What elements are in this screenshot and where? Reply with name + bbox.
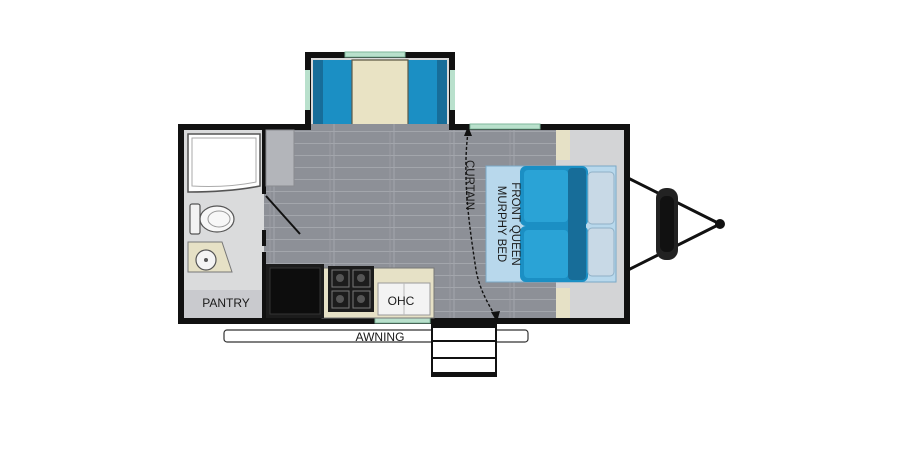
entry-steps xyxy=(431,323,497,377)
bed-label-line2: MURPHY BED xyxy=(495,186,507,262)
dinette-window-top xyxy=(344,51,406,58)
awning-label: AWNING xyxy=(356,330,405,344)
kitchen: OHC xyxy=(266,264,435,319)
dinette-window-left xyxy=(305,70,310,110)
pantry-label: PANTRY xyxy=(202,296,250,310)
front-window xyxy=(469,123,541,130)
cabinet-block xyxy=(265,129,295,187)
kitchen-sink xyxy=(377,282,431,316)
ohc-label: OHC xyxy=(388,294,415,308)
door-window xyxy=(374,317,431,324)
pantry: PANTRY xyxy=(184,252,266,318)
sink-icon xyxy=(187,241,233,273)
shower-icon xyxy=(187,133,261,193)
bed-label-line1: FRONT QUEEN xyxy=(509,182,521,266)
curtain-label: CURTAIN xyxy=(463,160,475,210)
nightstand-top xyxy=(556,130,570,160)
pillow-top xyxy=(587,171,615,225)
nightstand-bottom xyxy=(556,288,570,318)
toilet-icon xyxy=(189,203,235,235)
dinette-window-right xyxy=(450,70,455,110)
sofa xyxy=(520,166,588,282)
stove-icon xyxy=(328,266,374,312)
hitch-icon xyxy=(627,176,725,272)
refrigerator-icon xyxy=(266,264,324,318)
murphy-bed-area: FRONT QUEEN MURPHY BED xyxy=(485,130,624,318)
curtain: CURTAIN xyxy=(463,126,500,322)
bathroom xyxy=(184,130,301,290)
pillow-bottom xyxy=(587,227,615,277)
